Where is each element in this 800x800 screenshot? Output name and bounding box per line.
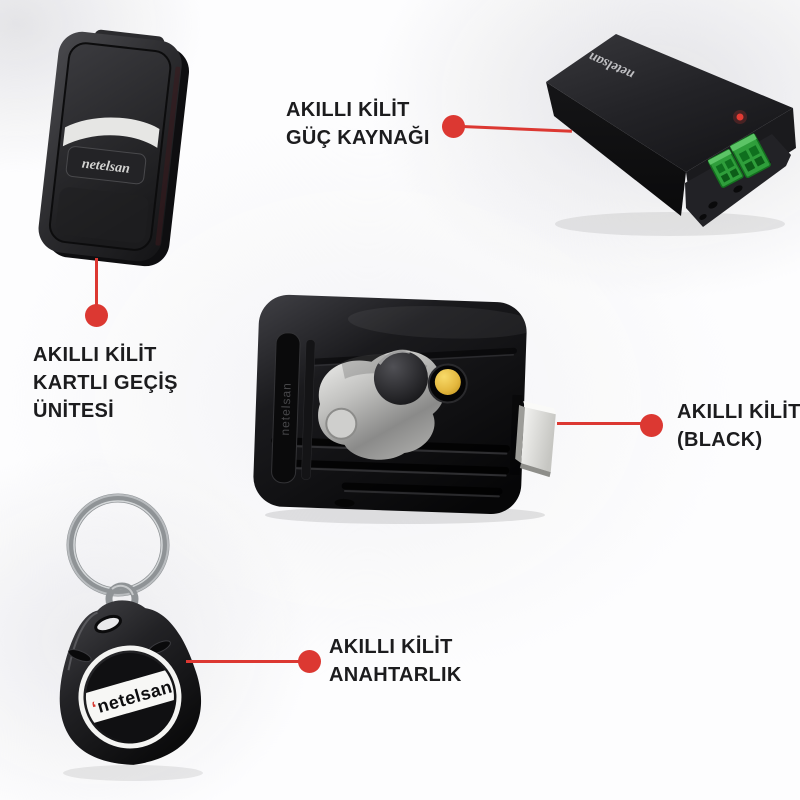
keyfob-slot-left	[67, 649, 92, 663]
callout-line: AKILLI KİLİT	[329, 636, 453, 658]
callout-card-reader-label: AKILLI KİLİT KARTLI GEÇİŞ ÜNİTESİ	[33, 341, 178, 425]
smart-lock-logo: netelsan	[278, 382, 294, 436]
power-supply-image: netelsan	[546, 34, 796, 236]
connector-dot-keyfob	[298, 650, 321, 673]
power-supply-terminal-block-front	[707, 149, 744, 188]
smart-lock-small-button	[325, 407, 358, 440]
power-supply-top-face	[546, 34, 793, 172]
power-supply-terminal-block-rear	[730, 133, 771, 179]
callout-line: AKILLI KİLİT	[677, 401, 800, 423]
connector-dot-power-supply	[442, 115, 465, 138]
smart-lock-bottom-hole	[334, 498, 355, 507]
connector-dot-card-reader	[85, 304, 108, 327]
connector-line-card-reader	[95, 258, 98, 308]
card-reader-image: netelsan	[38, 29, 190, 267]
callout-line: (BLACK)	[677, 429, 763, 451]
callout-line: ÜNİTESİ	[33, 400, 114, 422]
keyfob-ring	[66, 493, 170, 597]
smart-lock-latch	[509, 394, 556, 478]
connector-dot-lock	[640, 414, 663, 437]
callout-line: ANAHTARLIK	[329, 664, 462, 686]
smart-lock-logo-strip	[271, 332, 301, 484]
smart-lock-cylinder	[373, 350, 428, 405]
callout-line: AKILLI KİLİT	[286, 99, 410, 121]
callout-lock-label: AKILLI KİLİT (BLACK)	[677, 398, 800, 454]
callout-line: KARTLI GEÇİŞ	[33, 372, 178, 394]
smart-lock-yellow-button	[434, 368, 461, 395]
callout-keyfob-label: AKILLI KİLİT ANAHTARLIK	[329, 633, 462, 689]
callout-power-supply-label: AKILLI KİLİT GÜÇ KAYNAĞI	[286, 96, 430, 152]
callout-line: AKILLI KİLİT	[33, 344, 157, 366]
callout-line: GÜÇ KAYNAĞI	[286, 127, 430, 149]
connector-line-lock	[557, 422, 643, 425]
keyfob-logo-band	[83, 666, 177, 727]
card-reader-swoosh	[62, 117, 160, 148]
power-supply-front-face	[546, 82, 686, 216]
keyfob-strap-hole	[94, 614, 122, 634]
connector-line-keyfob	[186, 660, 301, 663]
card-reader-logo: netelsan	[81, 157, 131, 177]
keyfob-emblem-ring	[78, 645, 182, 749]
keyfob-image: ʻnetelsan	[59, 493, 203, 781]
card-reader-logo-plate	[65, 146, 147, 185]
smart-lock-image: netelsan	[253, 294, 556, 524]
